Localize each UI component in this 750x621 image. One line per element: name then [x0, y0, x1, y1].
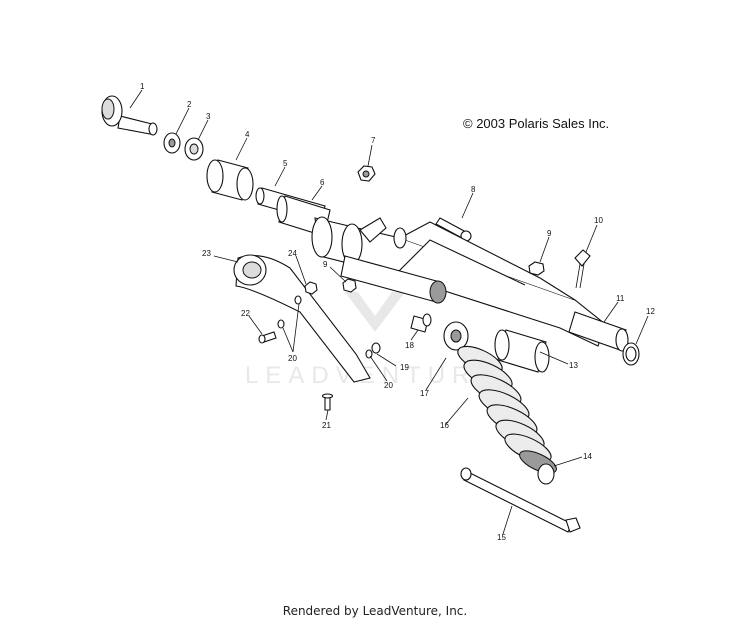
callout-23: 23 — [202, 249, 211, 258]
part-screw — [321, 393, 334, 411]
callout-24: 24 — [288, 249, 297, 258]
callout-5: 5 — [283, 159, 288, 168]
part-bolt-22 — [258, 331, 277, 344]
callout-13: 13 — [569, 361, 578, 370]
part-washers-20a — [277, 295, 302, 329]
callout-21: 21 — [322, 421, 331, 430]
callout-1: 1 — [140, 82, 145, 91]
callout-8: 8 — [471, 185, 476, 194]
leader-lines — [129, 89, 649, 535]
part-nut-9b — [342, 278, 357, 293]
part-long-bolt — [460, 467, 581, 533]
part-washer-small — [163, 132, 181, 154]
callout-10: 10 — [594, 216, 603, 225]
part-arm-bracket — [233, 254, 371, 383]
part-seal-ring — [622, 342, 640, 366]
callout-16: 16 — [440, 421, 449, 430]
part-washers-20b — [365, 342, 381, 359]
callout-7: 7 — [371, 136, 376, 145]
callout-15: 15 — [497, 533, 506, 542]
part-nut — [357, 165, 376, 182]
part-nut-24 — [304, 281, 318, 295]
callout-9b: 9 — [323, 260, 328, 269]
callout-18: 18 — [405, 341, 414, 350]
part-washer — [184, 137, 204, 161]
callout-4: 4 — [245, 130, 250, 139]
callout-12: 12 — [646, 307, 655, 316]
part-swing-arm — [311, 216, 606, 347]
callout-6: 6 — [320, 178, 325, 187]
callout-11: 11 — [616, 294, 625, 303]
part-tube-end — [568, 311, 629, 352]
callout-2: 2 — [187, 100, 192, 109]
copyright-notice: © 2003 Polaris Sales Inc. — [463, 116, 610, 131]
callout-labels: 1 2 3 4 5 6 7 8 9 9 10 11 12 13 14 15 16… — [140, 82, 655, 542]
watermark-text: LEADVENTURE — [245, 362, 499, 389]
callout-14: 14 — [583, 452, 592, 461]
callout-9a: 9 — [547, 229, 552, 238]
callout-17: 17 — [420, 389, 429, 398]
callout-20b: 20 — [384, 381, 393, 390]
part-bushing-large — [494, 329, 550, 373]
part-spacer — [410, 313, 432, 333]
callout-22: 22 — [241, 309, 250, 318]
part-nut-9a — [528, 261, 545, 276]
part-bolt — [101, 95, 158, 136]
part-bushing — [206, 159, 254, 201]
part-grease-fitting — [574, 249, 591, 289]
part-shock-absorber — [443, 321, 557, 485]
callout-3: 3 — [206, 112, 211, 121]
callout-20a: 20 — [288, 354, 297, 363]
footer-credit: Rendered by LeadVenture, Inc. — [282, 604, 468, 618]
callout-19: 19 — [400, 363, 409, 372]
